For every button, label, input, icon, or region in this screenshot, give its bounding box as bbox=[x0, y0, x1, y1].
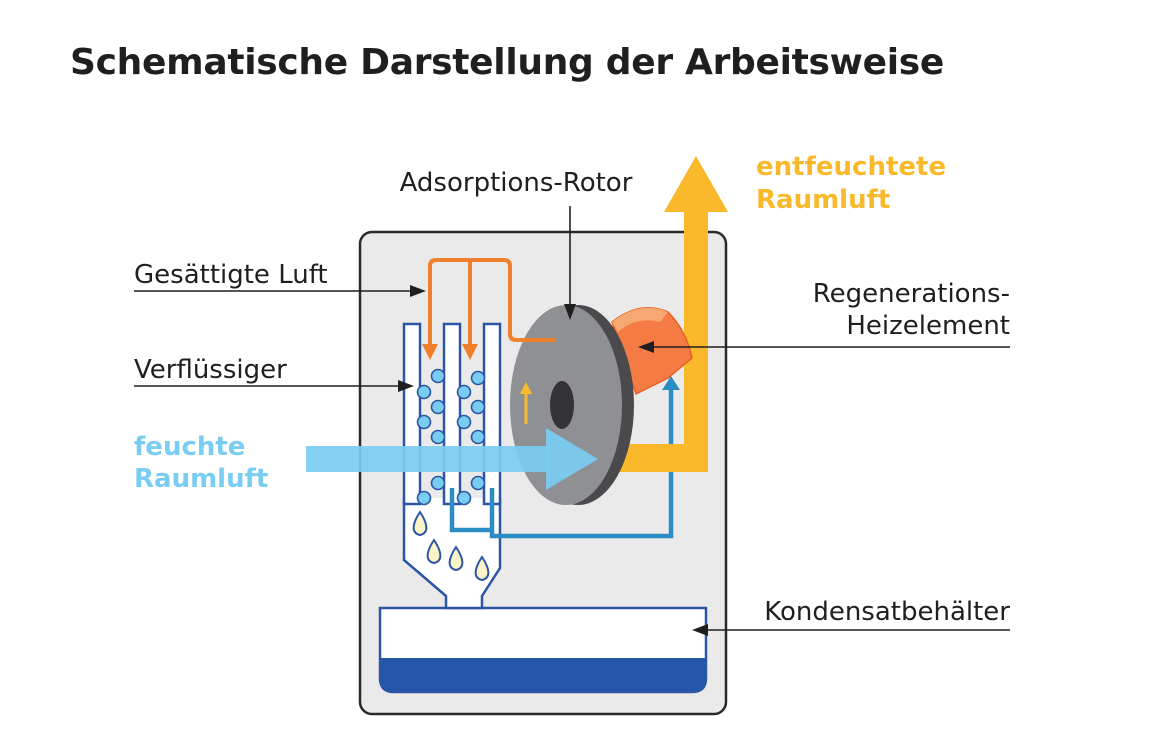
condenser-tube bbox=[402, 322, 422, 506]
label-dry-air-line1: entfeuchtete bbox=[756, 152, 946, 182]
rotation-arrowhead bbox=[520, 382, 532, 394]
condensate-tank bbox=[378, 606, 708, 694]
label-condensate-tank: Kondensatbehälter bbox=[764, 597, 1010, 627]
label-humid-air-line2: Raumluft bbox=[134, 464, 268, 494]
label-regeneration-line1: Regenerations- bbox=[813, 279, 1010, 309]
condenser-tube bbox=[442, 322, 462, 506]
label-regeneration-line2: Heizelement bbox=[846, 311, 1010, 341]
label-saturated-air: Gesättigte Luft bbox=[134, 260, 328, 290]
label-dry-air-line2: Raumluft bbox=[756, 185, 890, 215]
label-condenser: Verflüssiger bbox=[134, 355, 287, 385]
regeneration-air-arrowhead bbox=[662, 376, 680, 390]
label-humid-air-line1: feuchte bbox=[134, 432, 245, 462]
adsorption-rotor bbox=[510, 305, 634, 505]
saturated-air-arrowhead bbox=[422, 344, 438, 360]
dry-air-arrowhead bbox=[664, 156, 728, 212]
humid-air-arrowhead bbox=[546, 428, 598, 490]
water-drop bbox=[412, 510, 428, 537]
water-drop bbox=[426, 538, 442, 565]
dry-air-duct-riser bbox=[684, 204, 708, 472]
leader-lines bbox=[134, 206, 1010, 636]
saturated-air-arrowhead bbox=[462, 344, 478, 360]
saturated-air-path bbox=[428, 258, 556, 344]
water-drop bbox=[448, 545, 464, 572]
condensation-bubbles bbox=[416, 368, 486, 506]
label-adsorption-rotor: Adsorptions-Rotor bbox=[400, 168, 633, 198]
condensate-drops bbox=[412, 510, 490, 582]
rotor-hub bbox=[550, 381, 574, 429]
condenser bbox=[402, 322, 502, 506]
water-drop bbox=[474, 555, 490, 582]
condensate-water bbox=[381, 658, 705, 691]
humid-air-shaft bbox=[306, 446, 550, 472]
condenser-tube bbox=[482, 322, 502, 506]
page-title: Schematische Darstellung der Arbeitsweis… bbox=[70, 42, 945, 83]
